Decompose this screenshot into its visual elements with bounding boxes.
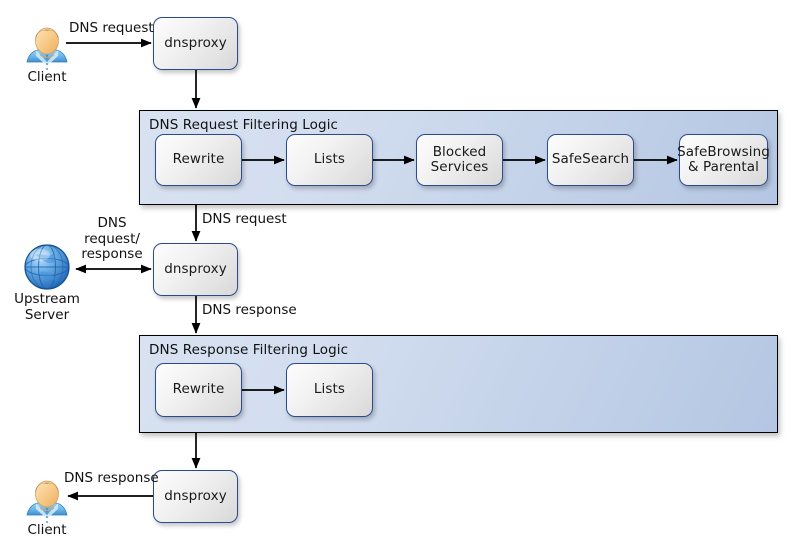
user-avatar-icon [26,27,68,70]
upstream-caption-line-1: Upstream [14,291,80,307]
edge-label-dns-request-top: DNS request [69,20,154,36]
stage-safebrowsing-label-1: SafeBrowsing [677,143,770,160]
actor-caption-client-bottom: Client [27,522,67,538]
stage-blocked-services-label-2: Services [430,159,489,175]
dnsproxy-middle[interactable]: dnsproxy [153,243,238,296]
dnsproxy-top[interactable]: dnsproxy [153,17,238,70]
stage-lists-label: Lists [313,151,346,168]
stage-blocked-services[interactable]: Blocked Services [416,134,503,186]
dnsproxy-top-label: dnsproxy [164,34,227,51]
dnsproxy-bottom[interactable]: dnsproxy [153,470,238,523]
stage-blocked-services-label-1: Blocked [432,143,487,160]
stage-lists[interactable]: Lists [286,134,373,186]
actor-caption-client-top: Client [27,69,67,85]
edge-label-line-1: DNS [97,215,127,231]
stage-safesearch[interactable]: SafeSearch [547,134,634,186]
group-response-filtering: DNS Response Filtering Logic [139,335,778,433]
edge-label-dns-request-middle: DNS request [202,211,287,227]
dnsproxy-middle-label: dnsproxy [164,260,227,277]
edge-label-dns-response-middle: DNS response [202,302,297,318]
dnsproxy-bottom-label: dnsproxy [164,487,227,504]
stage-rewrite-response-label: Rewrite [172,381,225,398]
stage-safebrowsing-parental[interactable]: SafeBrowsing & Parental [677,134,770,186]
group-title-request-filtering: DNS Request Filtering Logic [149,117,339,133]
group-title-response-filtering: DNS Response Filtering Logic [149,342,349,358]
stage-rewrite-label: Rewrite [172,151,225,168]
edge-label-dns-response-bottom: DNS response [64,470,159,486]
actor-caption-upstream-server: Upstream Server [7,291,87,323]
user-avatar-icon [26,480,68,523]
upstream-caption-line-2: Server [24,306,70,323]
stage-rewrite[interactable]: Rewrite [155,134,242,186]
globe-icon [24,244,70,290]
edge-label-line-3: response [81,246,143,263]
stage-lists-response-label: Lists [313,381,346,398]
edge-label-dns-request-response: DNS request/ response [77,215,147,263]
edge-label-line-2: request/ [84,230,140,247]
stage-lists-response[interactable]: Lists [286,363,373,417]
stage-rewrite-response[interactable]: Rewrite [155,363,242,417]
stage-safebrowsing-label-2: & Parental [687,159,760,175]
stage-safesearch-label: SafeSearch [551,151,630,168]
